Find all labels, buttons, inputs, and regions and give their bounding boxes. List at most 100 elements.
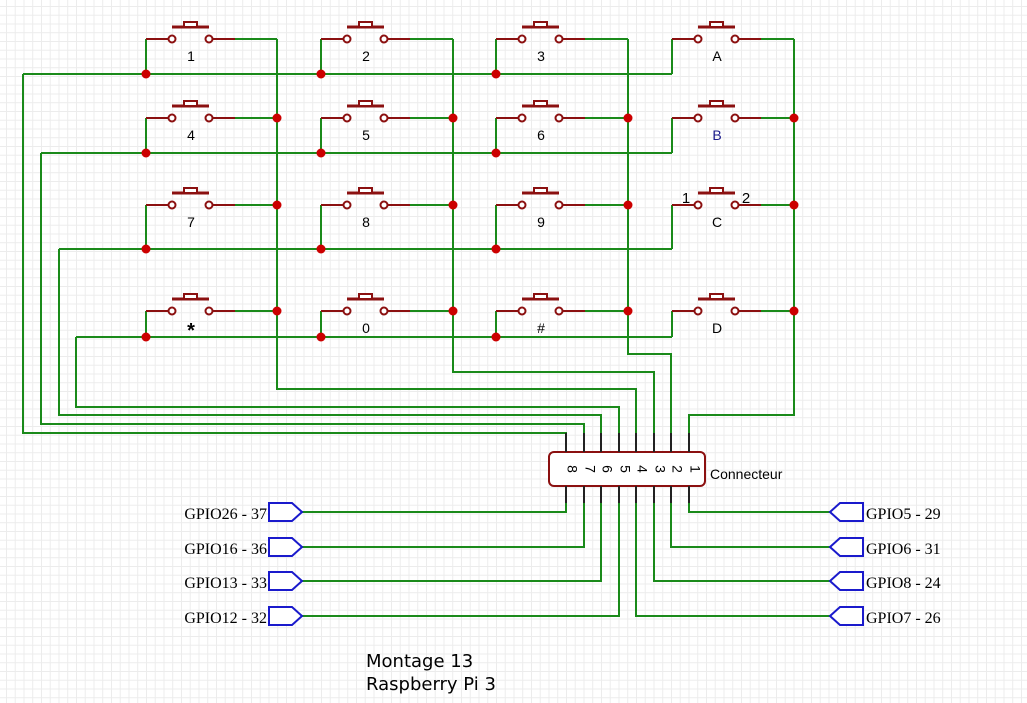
switch-actuator-knob	[709, 293, 724, 300]
connector-pin-number: 4	[634, 465, 650, 473]
switch-contact	[342, 200, 352, 210]
junction-dot	[623, 113, 633, 123]
switch-contact	[554, 34, 564, 44]
gpio-port-3	[268, 606, 304, 626]
switch-label: 7	[187, 214, 195, 230]
push-button-4	[145, 100, 277, 153]
switch-contact	[693, 306, 703, 316]
junction-dot	[789, 200, 799, 210]
junction-dot	[789, 113, 799, 123]
gpio-label: GPIO12 - 32	[184, 610, 267, 627]
pin-number-label: 1	[682, 190, 690, 207]
switch-actuator-knob	[533, 187, 548, 194]
column-bus-3	[627, 39, 672, 452]
switch-actuator-knob	[533, 100, 548, 107]
connector-pin-number: 5	[617, 465, 633, 473]
switch-contact	[167, 306, 177, 316]
switch-actuator-knob	[183, 293, 198, 300]
connector-pin-number: 3	[652, 465, 668, 473]
switch-contact	[693, 113, 703, 123]
gpio-label: GPIO13 - 33	[184, 575, 267, 592]
gpio-port-0	[828, 502, 864, 522]
switch-label: A	[712, 48, 722, 64]
switch-contact	[379, 200, 389, 210]
connector-pin-number: 1	[687, 465, 703, 473]
junction-dot	[141, 148, 151, 158]
junction-dot	[789, 306, 799, 316]
junction-dot	[448, 113, 458, 123]
switch-contact	[730, 306, 740, 316]
switch-contact	[379, 34, 389, 44]
junction-dot	[141, 332, 151, 342]
switch-contact	[167, 113, 177, 123]
gpio-port-1	[268, 537, 304, 557]
gpio-port-2	[828, 571, 864, 591]
diagram-title: Montage 13 Raspberry Pi 3	[366, 650, 496, 696]
push-button-D	[671, 293, 794, 337]
switch-contact	[167, 34, 177, 44]
switch-label: 8	[362, 214, 370, 230]
push-button-7	[145, 187, 277, 249]
gpio-wire	[688, 503, 830, 513]
junction-dot	[316, 148, 326, 158]
junction-dot	[448, 200, 458, 210]
push-button-A	[671, 21, 794, 74]
gpio-wire	[302, 503, 585, 548]
push-button-B	[671, 100, 794, 153]
push-button-3	[495, 21, 628, 74]
gpio-label: GPIO8 - 24	[866, 575, 941, 592]
junction-dot	[316, 244, 326, 254]
switch-label: *	[187, 320, 195, 342]
gpio-wire	[635, 503, 830, 617]
switch-contact	[517, 34, 527, 44]
junction-dot	[272, 113, 282, 123]
gpio-wire	[302, 503, 567, 513]
switch-actuator-knob	[533, 293, 548, 300]
connector-pin-number: 2	[669, 465, 685, 473]
switch-label: 4	[187, 127, 195, 143]
title-line-1: Montage 13	[366, 651, 474, 672]
column-bus-2	[452, 39, 655, 452]
switch-label: D	[712, 320, 722, 336]
column-bus-1	[276, 39, 637, 452]
connector-pin-number: 7	[582, 465, 598, 473]
switch-label: B	[712, 127, 721, 143]
switch-contact	[379, 306, 389, 316]
switch-label: 5	[362, 127, 370, 143]
connector-pin-number: 8	[564, 465, 580, 473]
switch-contact	[554, 113, 564, 123]
junction-dot	[272, 306, 282, 316]
switch-contact	[517, 306, 527, 316]
gpio-port-1	[828, 537, 864, 557]
gpio-wire	[302, 503, 602, 582]
gpio-label: GPIO6 - 31	[866, 541, 941, 558]
push-button-#	[495, 293, 628, 337]
row-return-1	[22, 74, 567, 452]
switch-label: #	[537, 320, 545, 336]
junction-dot	[141, 244, 151, 254]
switch-contact	[693, 200, 703, 210]
push-button-6	[495, 100, 628, 153]
push-button-0	[320, 293, 453, 337]
title-line-2: Raspberry Pi 3	[366, 674, 496, 695]
junction-dot	[623, 306, 633, 316]
push-button-9	[495, 187, 628, 249]
switch-actuator-knob	[358, 21, 373, 28]
switch-label: 0	[362, 320, 370, 336]
switch-contact	[693, 34, 703, 44]
switch-actuator-knob	[533, 21, 548, 28]
connector-label: Connecteur	[710, 466, 783, 482]
gpio-label: GPIO26 - 37	[184, 506, 267, 523]
switch-contact	[167, 200, 177, 210]
switch-contact	[730, 113, 740, 123]
push-button-C	[671, 187, 794, 249]
column-bus-4	[688, 39, 795, 452]
switch-label: C	[712, 214, 722, 230]
gpio-port-3	[828, 606, 864, 626]
switch-label: 2	[362, 48, 370, 64]
switch-label: 6	[537, 127, 545, 143]
switch-actuator-knob	[709, 21, 724, 28]
connector-body	[548, 451, 706, 487]
